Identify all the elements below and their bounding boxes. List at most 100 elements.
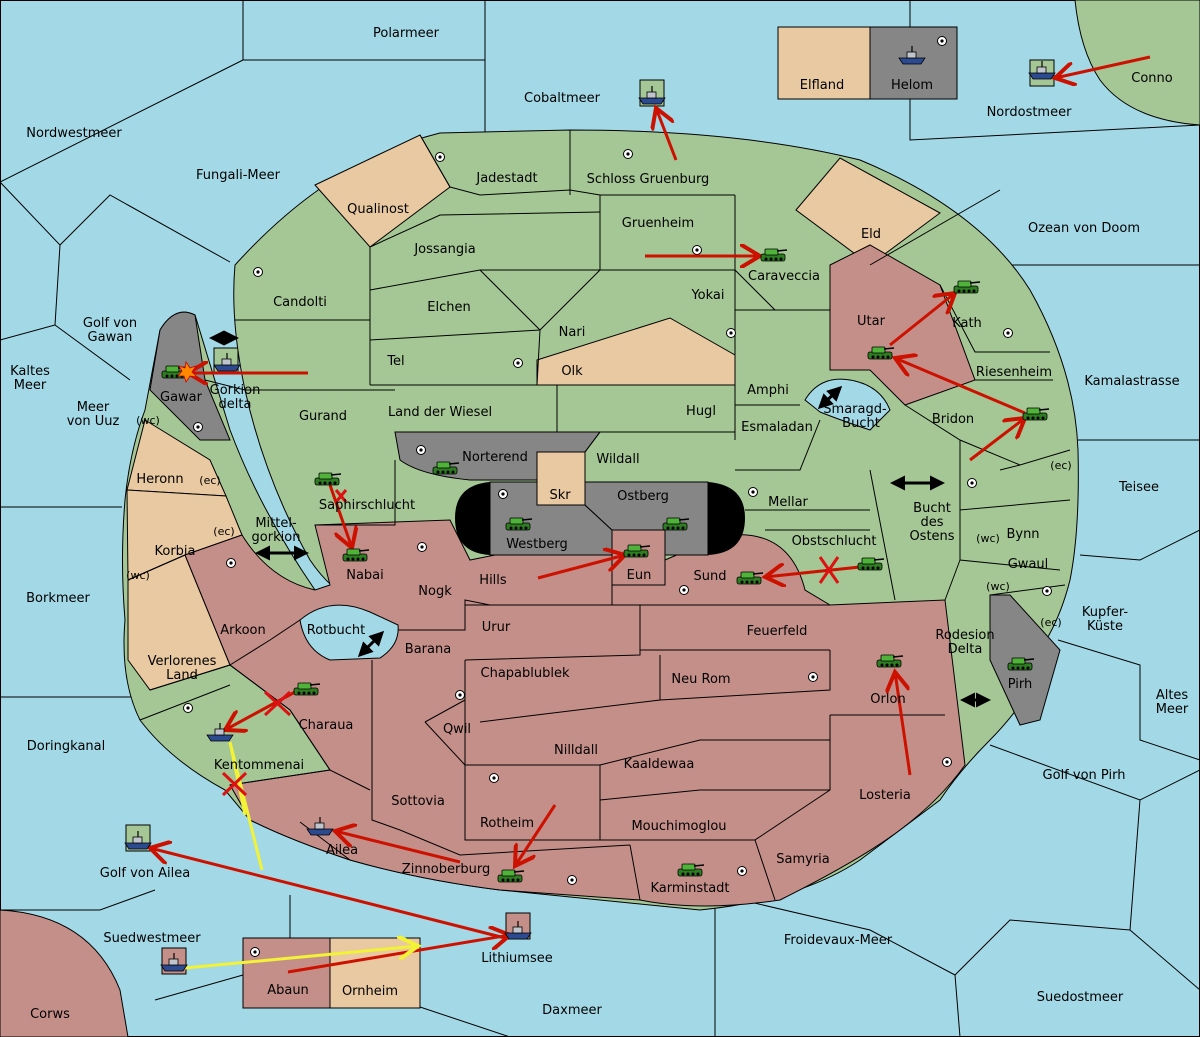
supply-center-dot-icon bbox=[183, 703, 193, 713]
supply-center-dot-icon bbox=[193, 422, 203, 432]
label-kaltes-2: Meer bbox=[14, 378, 47, 393]
label-kaltes-1: Kaltes bbox=[10, 364, 50, 379]
label-rodesion-2: Delta bbox=[948, 642, 983, 657]
supply-center-dot-icon bbox=[250, 947, 260, 957]
label-losteria: Losteria bbox=[859, 788, 911, 803]
region-utar[interactable] bbox=[829, 244, 976, 406]
label-kupfer-2: Küste bbox=[1087, 619, 1123, 634]
label-orlon: Orlon bbox=[870, 692, 905, 707]
label-candolti: Candolti bbox=[273, 295, 327, 310]
supply-center-dot-icon bbox=[435, 152, 445, 162]
tank-icon bbox=[857, 557, 885, 571]
label-mittel-1: Mittel- bbox=[255, 516, 297, 531]
label-fungali: Fungali-Meer bbox=[196, 168, 281, 183]
tank-icon bbox=[867, 346, 895, 360]
label-elfland: Elfland bbox=[800, 78, 844, 93]
label-neu-rom: Neu Rom bbox=[671, 672, 730, 687]
label-rotbucht: Rotbucht bbox=[307, 623, 365, 638]
label-polarmeer: Polarmeer bbox=[373, 26, 440, 41]
label-coast-wc-1: (wc) bbox=[136, 414, 160, 427]
label-coast-wc-3: (wc) bbox=[126, 569, 150, 582]
label-verlorenes-1: Verlorenes bbox=[148, 654, 217, 669]
label-schloss: Schloss Gruenburg bbox=[587, 172, 710, 187]
label-gorkion-2: delta bbox=[219, 397, 252, 412]
label-suedostmeer: Suedostmeer bbox=[1037, 990, 1124, 1005]
label-froidevaux: Froidevaux-Meer bbox=[784, 933, 893, 948]
label-meer-uuz-2: von Uuz bbox=[67, 414, 120, 429]
supply-center-dot-icon bbox=[737, 866, 747, 876]
supply-center-dot-icon bbox=[726, 328, 736, 338]
label-ostberg: Ostberg bbox=[617, 489, 669, 504]
label-altes-2: Meer bbox=[1156, 702, 1189, 717]
label-ailea: Ailea bbox=[326, 843, 358, 858]
label-jossangia: Jossangia bbox=[413, 242, 475, 257]
label-rodesion-1: Rodesion bbox=[935, 628, 994, 643]
label-bridon: Bridon bbox=[932, 412, 974, 427]
label-lithiumsee: Lithiumsee bbox=[481, 951, 552, 966]
label-cobaltmeer: Cobaltmeer bbox=[524, 91, 601, 106]
supply-center-dot-icon bbox=[692, 245, 702, 255]
tank-icon bbox=[623, 544, 651, 558]
label-utar: Utar bbox=[857, 314, 886, 329]
label-caraveccia: Caraveccia bbox=[748, 269, 820, 284]
label-kath: Kath bbox=[952, 316, 982, 331]
label-karminstadt: Karminstadt bbox=[650, 881, 729, 896]
region-eld[interactable] bbox=[795, 157, 941, 266]
supply-center-dot-icon bbox=[455, 690, 465, 700]
label-meer-uuz-1: Meer bbox=[77, 400, 110, 415]
label-riesenheim: Riesenheim bbox=[976, 365, 1052, 380]
tank-icon bbox=[1007, 657, 1035, 671]
label-nordostmeer: Nordostmeer bbox=[987, 105, 1073, 120]
label-bucht-ostens-3: Ostens bbox=[909, 529, 954, 544]
explosion-icon bbox=[177, 360, 199, 383]
label-nabai: Nabai bbox=[346, 568, 384, 583]
failed-orders bbox=[221, 489, 840, 797]
label-golf-ailea: Golf von Ailea bbox=[100, 866, 190, 881]
region-elfland[interactable] bbox=[777, 26, 871, 100]
label-doringkanal: Doringkanal bbox=[27, 739, 106, 754]
label-bucht-ostens-1: Bucht bbox=[913, 501, 951, 516]
label-nari: Nari bbox=[559, 325, 586, 340]
label-eun: Eun bbox=[627, 568, 652, 583]
label-coast-wc-2: (wc) bbox=[976, 532, 1000, 545]
region-conno[interactable] bbox=[1074, 0, 1200, 126]
label-jadestadt: Jadestadt bbox=[475, 171, 537, 186]
label-barana: Barana bbox=[405, 642, 451, 657]
label-nordwestmeer: Nordwestmeer bbox=[26, 126, 122, 141]
label-sund: Sund bbox=[694, 569, 727, 584]
supply-center-dot-icon bbox=[967, 478, 977, 488]
tank-icon bbox=[432, 461, 460, 475]
tank-icon bbox=[314, 472, 342, 486]
supply-center-dot-icon bbox=[1042, 586, 1052, 596]
canal-arrows bbox=[209, 330, 991, 708]
double-arrow-icon bbox=[357, 630, 385, 658]
label-borkmeer: Borkmeer bbox=[26, 591, 90, 606]
label-rotheim: Rotheim bbox=[480, 816, 534, 831]
supply-center-dot-icon bbox=[623, 149, 633, 159]
tank-icon bbox=[876, 654, 904, 668]
label-golf-pirh: Golf von Pirh bbox=[1043, 768, 1126, 783]
label-nilldall: Nilldall bbox=[554, 743, 598, 758]
red-x-icon bbox=[221, 771, 248, 797]
label-bucht-ostens-2: des bbox=[920, 515, 943, 530]
tank-icon bbox=[342, 548, 370, 562]
label-coast-wc-4: (wc) bbox=[986, 580, 1010, 593]
label-tel: Tel bbox=[386, 354, 404, 369]
label-chapablublek: Chapablublek bbox=[481, 666, 570, 681]
label-teisee: Teisee bbox=[1118, 480, 1159, 495]
region-corws[interactable] bbox=[0, 909, 129, 1037]
tank-icon bbox=[677, 863, 705, 877]
label-mellar: Mellar bbox=[768, 495, 808, 510]
label-coast-ec-4: (ec) bbox=[1040, 616, 1061, 629]
label-ozean: Ozean von Doom bbox=[1028, 221, 1140, 236]
label-westberg: Westberg bbox=[506, 537, 568, 552]
label-arkoon: Arkoon bbox=[220, 623, 265, 638]
label-verlorenes-2: Land bbox=[166, 668, 198, 683]
supply-center-dot-icon bbox=[513, 358, 523, 368]
label-saphirschlucht: Saphirschlucht bbox=[319, 498, 415, 513]
label-heronn: Heronn bbox=[136, 472, 183, 487]
label-mouchimoglou: Mouchimoglou bbox=[631, 819, 726, 834]
land-borders bbox=[127, 130, 1071, 901]
label-kentommenai: Kentommenai bbox=[214, 758, 304, 773]
